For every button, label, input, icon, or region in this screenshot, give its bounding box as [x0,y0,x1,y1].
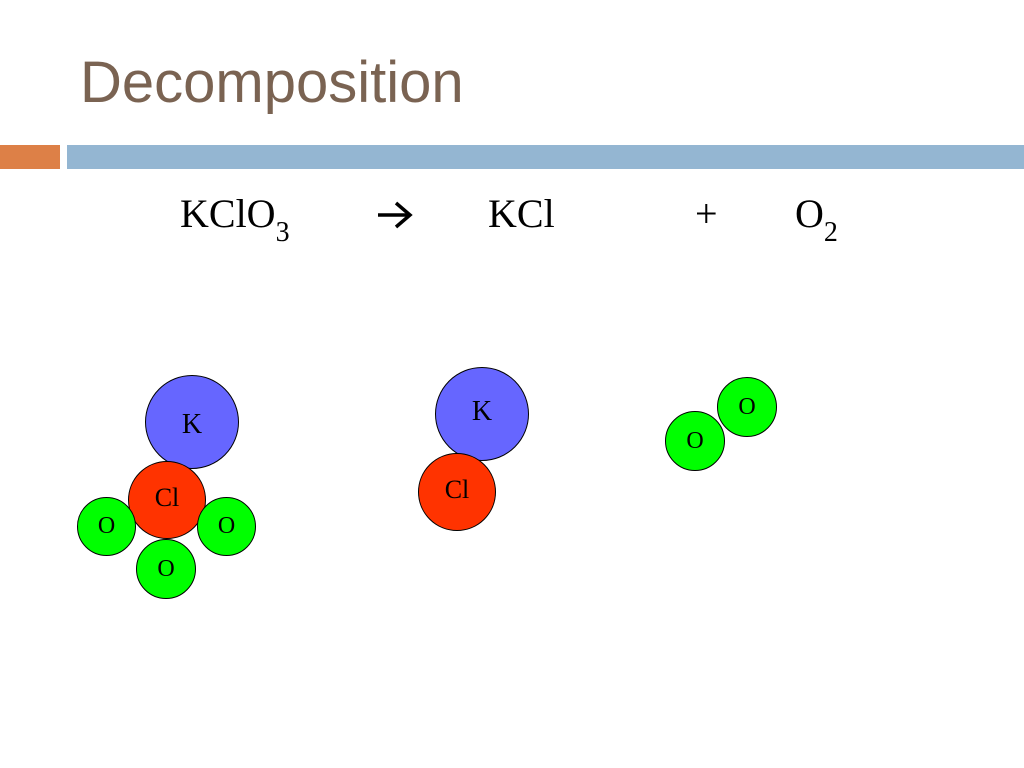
equation-product-kcl: KCl [488,191,555,236]
potassium-atom: K [145,375,239,469]
reactant-formula: KClO [180,191,276,236]
equation-product-o2: O2 [795,190,838,248]
potassium-atom: K [435,367,529,461]
oxygen-atom: O [197,497,256,556]
o2-formula: O [795,191,824,236]
o2-subscript: 2 [823,217,838,248]
slide-title: Decomposition [80,50,464,115]
reactant-subscript: 3 [275,217,290,248]
chlorine-atom: Cl [128,461,206,539]
oxygen-atom: O [77,497,136,556]
oxygen-atom: O [717,377,777,437]
accent-bar-blue [67,145,1024,169]
equation-plus: + [695,191,718,236]
chlorine-atom: Cl [418,453,496,531]
oxygen-atom: O [665,411,725,471]
oxygen-atom: O [136,539,196,599]
right-arrow-icon [376,200,416,235]
equation-reactant: KClO3 [180,190,290,248]
accent-bar-orange [0,145,60,169]
